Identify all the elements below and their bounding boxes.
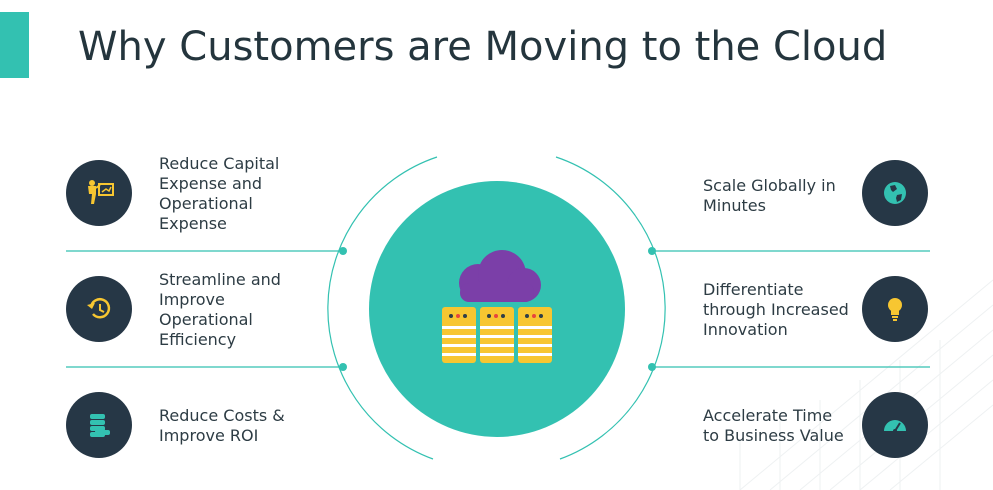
junction-dot [648, 247, 656, 255]
item-differentiate-innovation: Differentiate through Increased Innovati… [703, 280, 849, 339]
lightbulb-icon [862, 276, 928, 342]
speedometer-icon [862, 392, 928, 458]
item-accelerate-time: Accelerate Time to Business Value [703, 406, 844, 445]
title-accent-bar [0, 12, 29, 78]
outer-arc-right [555, 156, 666, 460]
junction-dot [339, 247, 347, 255]
outer-arc-left [327, 156, 438, 460]
item-reduce-costs-roi: Reduce Costs & Improve ROI [159, 406, 285, 445]
item-streamline-efficiency: Streamline and Improve Operational Effic… [159, 270, 281, 349]
globe-icon [862, 160, 928, 226]
clock-history-icon [66, 276, 132, 342]
item-scale-globally: Scale Globally in Minutes [703, 176, 836, 215]
junction-dot [648, 363, 656, 371]
chart-presenter-icon [66, 160, 132, 226]
item-reduce-capital-expense: Reduce Capital Expense and Operational E… [159, 154, 280, 233]
coins-stack-icon [66, 392, 132, 458]
page-title: Why Customers are Moving to the Cloud [78, 24, 888, 70]
junction-dot [339, 363, 347, 371]
cloud-server-icon [442, 250, 552, 363]
